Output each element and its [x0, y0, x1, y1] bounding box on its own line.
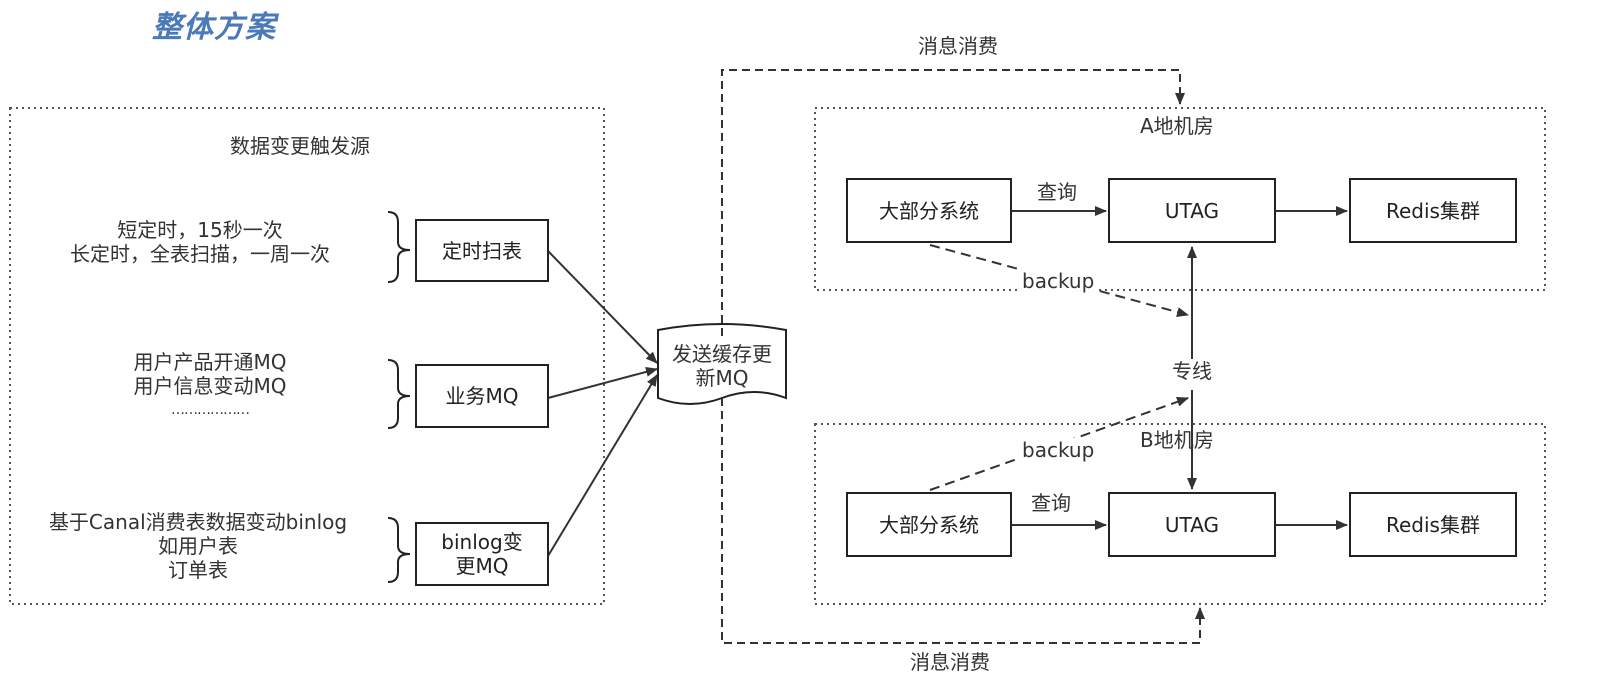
b-query-label: 查询 [1031, 491, 1071, 515]
arrow-scan-to-mq [547, 250, 658, 364]
datacenter-a-title: A地机房 [1140, 114, 1214, 138]
a-backup-label: backup [1020, 269, 1097, 293]
a-utag-node: UTAG [1108, 178, 1276, 243]
trigger-source-group [9, 107, 605, 605]
page-title: 整体方案 [152, 10, 276, 45]
b-redis-cluster-node: Redis集群 [1349, 492, 1517, 557]
consume-label-bottom: 消息消费 [910, 650, 990, 674]
a-query-label: 查询 [1037, 180, 1077, 204]
row2-desc: 用户产品开通MQ 用户信息变动MQ ……………… [133, 350, 287, 418]
row3-desc: 基于Canal消费表数据变动binlog 如用户表 订单表 [48, 510, 348, 582]
row1-desc: 短定时，15秒一次 长定时，全表扫描，一周一次 [70, 218, 330, 266]
brace-3 [387, 517, 411, 583]
consume-label-top: 消息消费 [918, 34, 998, 58]
brace-2 [387, 359, 411, 429]
binlog-mq-node: binlog变更MQ [415, 522, 549, 586]
consume-path-top [721, 69, 1185, 336]
brace-1 [387, 211, 411, 283]
consume-path-bottom [721, 398, 1205, 644]
b-utag-node: UTAG [1108, 492, 1276, 557]
datacenter-b-group [814, 423, 1546, 605]
timed-scan-node: 定时扫表 [415, 219, 549, 282]
datacenter-b-title: B地机房 [1140, 428, 1214, 452]
trigger-source-title: 数据变更触发源 [230, 134, 370, 158]
send-cache-update-mq-label: 发送缓存更 新MQ [672, 342, 772, 390]
b-backup-label: backup [1020, 438, 1097, 462]
mq-document-shape [657, 323, 787, 405]
arrow-binlog-to-mq [547, 374, 658, 557]
b-major-systems-node: 大部分系统 [846, 492, 1012, 557]
a-redis-cluster-node: Redis集群 [1349, 178, 1517, 243]
a-major-systems-node: 大部分系统 [846, 178, 1012, 243]
business-mq-node: 业务MQ [415, 364, 549, 428]
dedicated-line-label: 专线 [1172, 359, 1212, 383]
arrow-bizmq-to-mq [547, 366, 658, 399]
